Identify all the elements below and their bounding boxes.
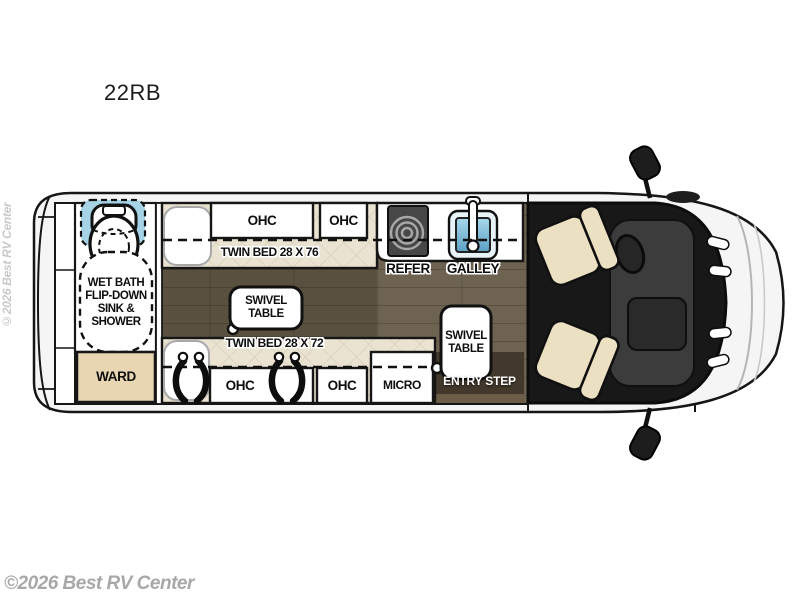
rear-cabinet-column bbox=[54, 202, 76, 405]
swivel-line-2: TABLE bbox=[248, 308, 284, 320]
ohc-label-bottom-2: OHC bbox=[327, 377, 357, 393]
ohc-label-top-2: OHC bbox=[329, 212, 358, 228]
refer-icon bbox=[387, 205, 429, 257]
wet-bath-line-3: SINK & bbox=[97, 303, 135, 315]
micro-cabinet bbox=[369, 350, 435, 405]
swivel-line-1: SWIVEL bbox=[245, 295, 287, 308]
wet-bath-boundary bbox=[78, 250, 154, 354]
center-console bbox=[627, 297, 687, 351]
swivel-seat-icon bbox=[534, 319, 620, 402]
wet-bath-line-4: SHOWER bbox=[91, 315, 141, 328]
micro-label: MICRO bbox=[383, 377, 421, 392]
refer-label: REFER bbox=[386, 260, 430, 276]
twin-bed-bottom-label: TWIN BED 28 X 72 bbox=[225, 336, 324, 351]
wet-bath-line-2: FLIP-DOWN bbox=[85, 290, 147, 303]
watermark-side: ©2026 Best RV Center bbox=[0, 202, 14, 328]
ward-label: WARD bbox=[96, 369, 136, 385]
twin-bed-top-label: TWIN BED 28 X 76 bbox=[220, 245, 319, 260]
wet-bath-line-1: WET BATH bbox=[87, 277, 145, 290]
seatbelt-icon bbox=[268, 351, 306, 405]
body-seams bbox=[527, 193, 696, 413]
entry-step-strip bbox=[435, 394, 524, 403]
bath-bed-wall bbox=[155, 202, 163, 405]
hood-lines bbox=[753, 223, 766, 383]
ohc-top-2 bbox=[318, 201, 369, 240]
grille-slots bbox=[706, 235, 732, 369]
swivel-line-2: TABLE bbox=[448, 342, 484, 355]
ward-cabinet bbox=[75, 350, 157, 404]
ohc-bottom-2 bbox=[315, 366, 369, 405]
ohc-label-bottom-1: OHC bbox=[225, 377, 255, 393]
seatbelt-icon bbox=[172, 351, 210, 405]
galley-label: GALLEY bbox=[446, 260, 500, 276]
mirror-icon bbox=[629, 145, 661, 199]
swivel-table-1 bbox=[226, 285, 304, 336]
watermark-bottom: ©2026 Best RV Center bbox=[4, 573, 194, 594]
ohc-label-top-1: OHC bbox=[247, 212, 277, 228]
swivel-table-1-label: SWIVEL TABLE bbox=[230, 287, 302, 329]
rear-door-line bbox=[36, 195, 51, 411]
rear-column-dividers bbox=[55, 269, 75, 349]
swivel-table-2 bbox=[430, 304, 493, 381]
mirror-icon bbox=[629, 407, 661, 461]
model-title: 22RB bbox=[104, 80, 162, 105]
hood-lines bbox=[736, 215, 753, 391]
swivel-seat-icon bbox=[534, 204, 620, 287]
swivel-line-1: SWIVEL bbox=[445, 329, 487, 342]
entry-step-label: ENTRY STEP bbox=[443, 374, 516, 389]
rear-ticks bbox=[38, 216, 55, 390]
wet-bath-label: WET BATH FLIP-DOWN SINK & SHOWER bbox=[80, 256, 152, 350]
roof-detail bbox=[666, 191, 700, 203]
ohc-top-1 bbox=[209, 201, 315, 240]
swivel-table-2-label: SWIVEL TABLE bbox=[441, 306, 491, 379]
sink-icon bbox=[447, 196, 499, 261]
